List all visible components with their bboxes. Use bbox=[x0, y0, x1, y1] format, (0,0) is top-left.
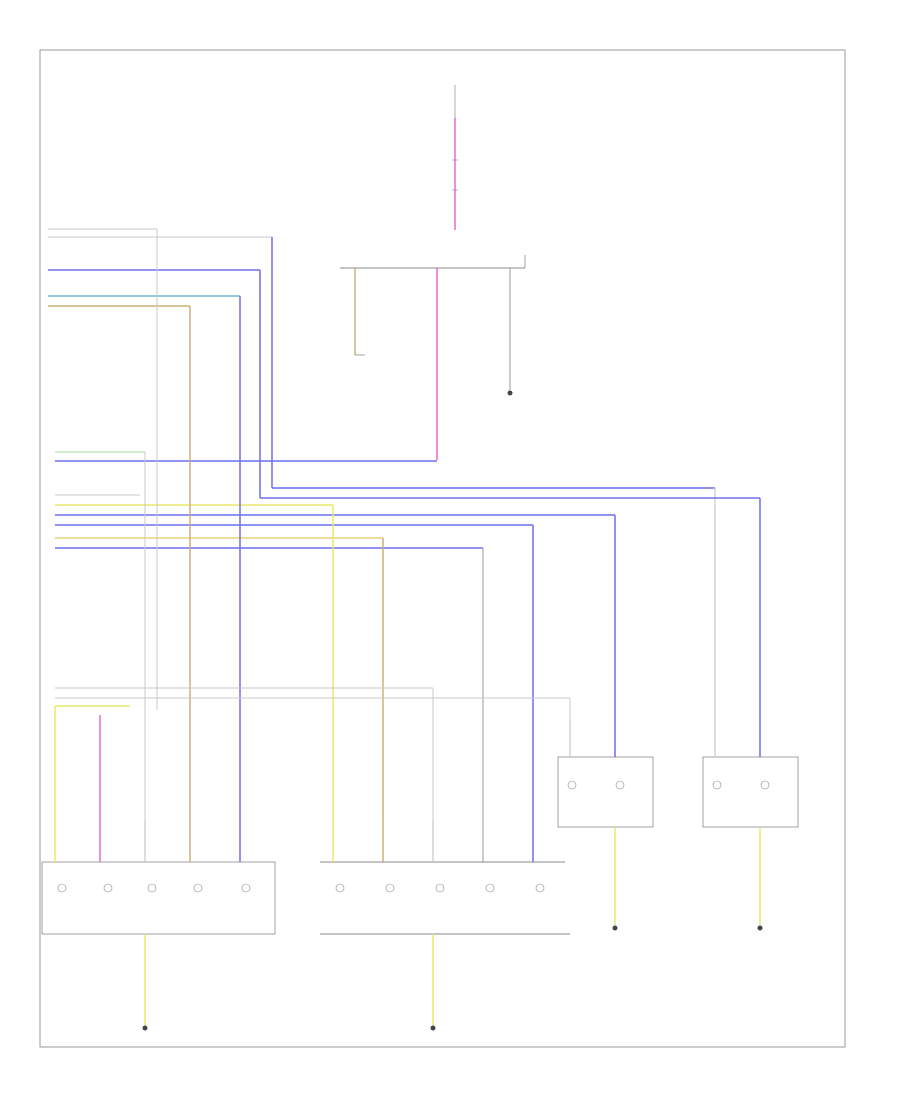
connector-group-4 bbox=[54, 687, 571, 820]
connector-group-1 bbox=[48, 228, 272, 307]
right-lamp-assembly-2 bbox=[702, 720, 799, 931]
ground-symbol bbox=[612, 925, 618, 931]
ground-symbol bbox=[507, 390, 513, 396]
control-module bbox=[340, 255, 526, 460]
connector-group-2 bbox=[55, 451, 437, 462]
right-lamp-assembly-1 bbox=[557, 720, 654, 931]
diagram-frame bbox=[39, 49, 846, 1048]
connector-group-3 bbox=[55, 494, 615, 549]
lamp-bulb-icon bbox=[57, 883, 67, 893]
center-lamp-assembly bbox=[320, 820, 570, 1031]
left-lamp-assembly bbox=[41, 820, 276, 1031]
ground-symbol bbox=[757, 925, 763, 931]
ground-symbol bbox=[142, 1025, 148, 1031]
fuse-block bbox=[452, 85, 458, 230]
ground-symbol bbox=[430, 1025, 436, 1031]
